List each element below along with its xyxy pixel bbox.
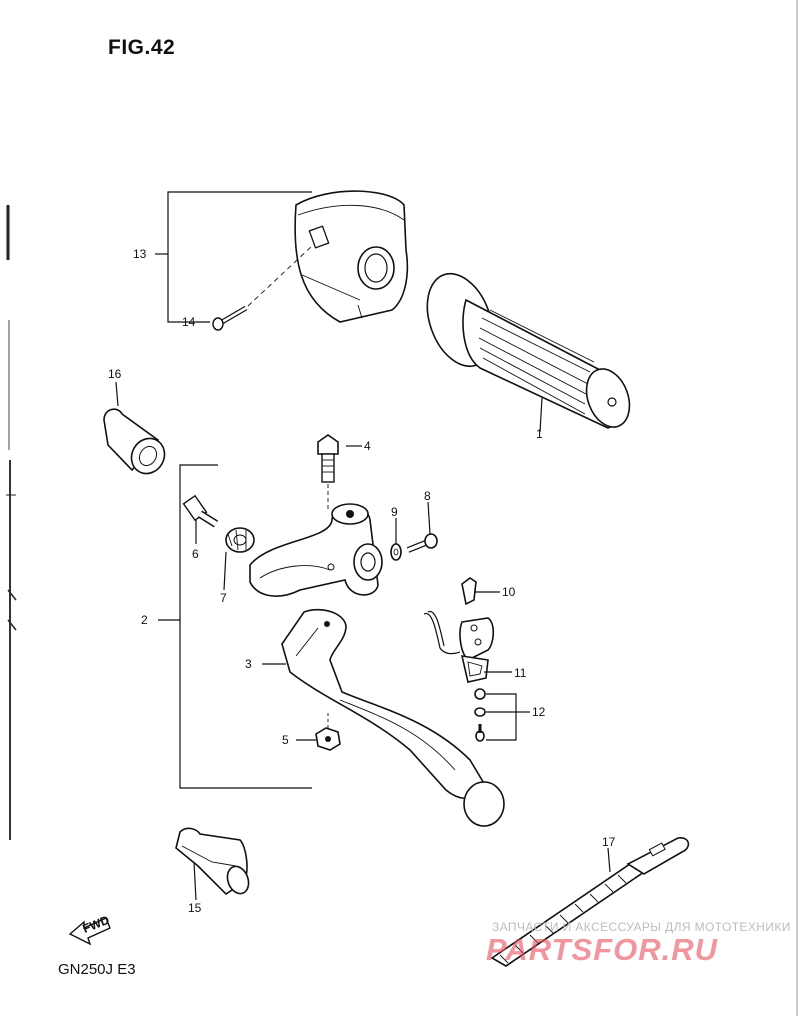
callout-17: 17 (602, 835, 616, 849)
callout-13: 13 (133, 247, 147, 261)
callout-numbers: 1 2 3 4 5 6 7 8 9 10 11 12 13 14 15 16 1… (108, 247, 616, 915)
clutch-lever-part (281, 608, 505, 827)
figure-title: FIG.42 (108, 36, 176, 59)
callout-15: 15 (188, 901, 202, 915)
callout-9: 9 (391, 505, 398, 519)
cable-boot-part (103, 408, 166, 475)
lever-holder-part (249, 503, 383, 597)
callout-14: 14 (182, 315, 196, 329)
watermark-subtitle: ЗАПЧАСТИ И АКСЕССУАРЫ ДЛЯ МОТОТЕХНИКИ (492, 920, 791, 934)
callout-2: 2 (141, 613, 148, 627)
switch-housing-part (294, 190, 409, 323)
forward-direction-arrow: FWD (68, 913, 112, 946)
cable-tie-part (490, 837, 690, 967)
handlebar-grip-part (426, 272, 631, 429)
callout-16: 16 (108, 367, 122, 381)
callout-4: 4 (364, 439, 371, 453)
callout-1: 1 (536, 427, 543, 441)
callout-10: 10 (502, 585, 516, 599)
pivot-nut-part (315, 712, 341, 751)
clutch-switch-part (423, 610, 495, 683)
leader-lines (115, 191, 611, 901)
switch-screw-part (406, 533, 438, 553)
locknut-part (225, 527, 255, 553)
switch-hardware-part (474, 688, 486, 742)
model-code: GN250J E3 (58, 961, 136, 978)
callout-5: 5 (282, 733, 289, 747)
callout-8: 8 (424, 489, 431, 503)
housing-screw-part (212, 245, 313, 331)
callout-7: 7 (220, 591, 227, 605)
clip-part (461, 577, 477, 606)
bolt-part (317, 434, 339, 512)
callout-6: 6 (192, 547, 199, 561)
watermark-logo: PARTSFOR.RU (486, 932, 719, 967)
callout-11: 11 (514, 666, 527, 680)
callout-3: 3 (245, 657, 252, 671)
lever-cover-part (175, 827, 250, 896)
washer-part (390, 543, 402, 561)
scan-edge-marks (6, 0, 798, 1016)
adjuster-bolt-part (182, 494, 219, 528)
callout-12: 12 (532, 705, 546, 719)
